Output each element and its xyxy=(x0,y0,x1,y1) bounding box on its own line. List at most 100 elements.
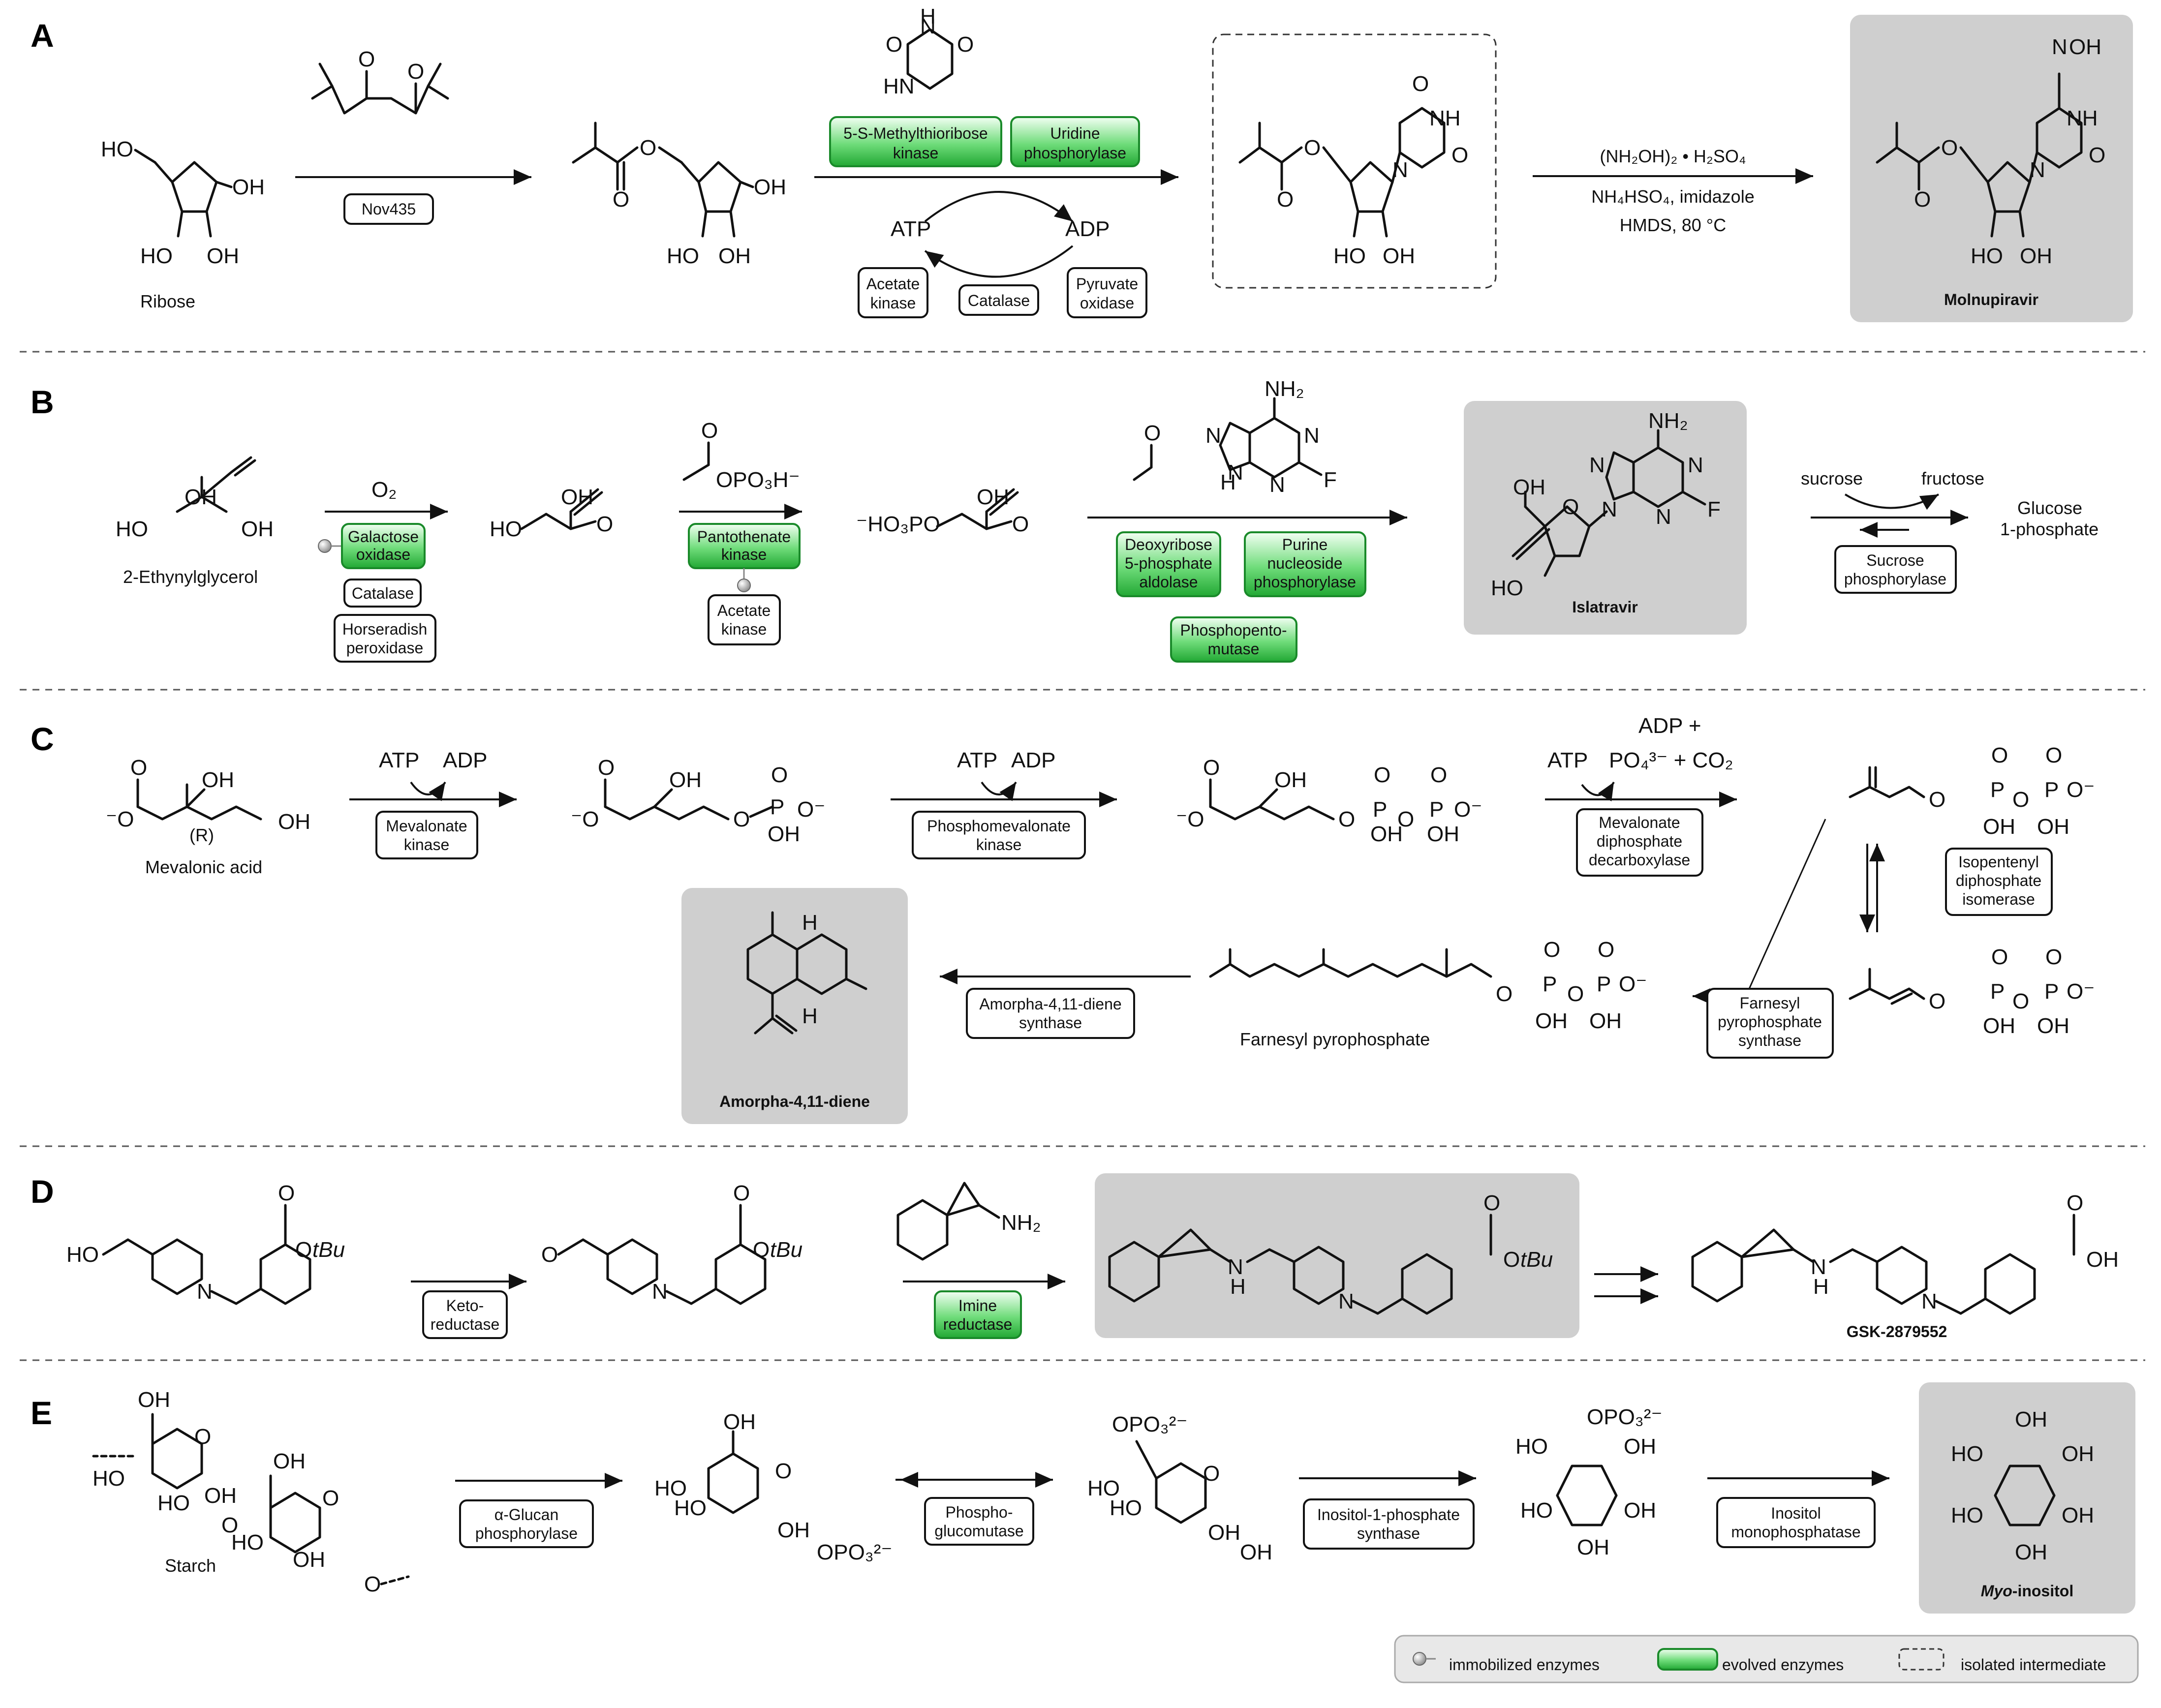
svg-text:O: O xyxy=(598,756,615,780)
svg-text:OH: OH xyxy=(232,175,265,199)
enzyme-gp-line1: α-Glucan xyxy=(494,1506,559,1524)
svg-text:O: O xyxy=(1203,756,1220,780)
enzyme-fpps-line1: Farnesyl xyxy=(1740,994,1800,1012)
amorphadiene-product-box xyxy=(681,888,908,1124)
evolved-mtr-kinase-line1: 5-S-Methylthioribose xyxy=(843,124,988,142)
evolved-pantothenate-line2: kinase xyxy=(721,546,767,563)
evolved-pnp-line2: nucleoside xyxy=(1267,554,1343,572)
svg-text:P: P xyxy=(2044,778,2059,802)
acetyl-phosphate-structure: O OPO₃H⁻ xyxy=(682,419,800,492)
enzyme-sucrose-line2: phosphorylase xyxy=(1844,570,1946,588)
enzyme-mdd-line1: Mevalonate xyxy=(1599,814,1680,831)
g1p-structure: OH HO HO O OH OPO₃²⁻ xyxy=(654,1410,893,1564)
evolved-ppm-line2: mutase xyxy=(1208,640,1260,658)
svg-text:OH: OH xyxy=(2015,1540,2047,1564)
svg-text:N: N xyxy=(1688,453,1703,477)
enzyme-mdd-line3: decarboxylase xyxy=(1589,851,1690,869)
svg-text:OH: OH xyxy=(278,810,310,834)
svg-text:OH: OH xyxy=(273,1449,306,1473)
svg-text:O: O xyxy=(1277,187,1294,212)
svg-text:O: O xyxy=(1914,187,1931,212)
svg-text:OH: OH xyxy=(669,768,702,792)
svg-text:OH: OH xyxy=(1983,815,2015,839)
panel-letter-d: D xyxy=(31,1173,54,1210)
svg-text:P: P xyxy=(1990,979,2005,1004)
islatravir-label: Islatravir xyxy=(1572,598,1637,616)
svg-text:O: O xyxy=(1144,421,1161,445)
svg-text:⁻O: ⁻O xyxy=(106,807,134,831)
svg-text:O⁻: O⁻ xyxy=(1619,972,1647,996)
reagent-line1: (NH₂OH)₂ • H₂SO₄ xyxy=(1600,146,1746,166)
svg-text:O: O xyxy=(1941,136,1958,160)
svg-text:O: O xyxy=(771,763,788,787)
fluoroadenine-structure: NH₂ N H N N N F xyxy=(1205,377,1337,497)
svg-text:⁻O: ⁻O xyxy=(571,807,599,831)
svg-text:OH: OH xyxy=(2062,1442,2094,1466)
svg-text:O: O xyxy=(407,60,424,84)
svg-text:O: O xyxy=(1374,763,1390,787)
reagent-line2: NH₄HSO₄, imidazole xyxy=(1591,186,1754,207)
svg-text:O: O xyxy=(2089,143,2105,167)
diphosphomevalonate-structure: O ⁻O OH O P O O P O O⁻ OH OH xyxy=(1176,756,1482,846)
c-adp1: ADP xyxy=(443,748,487,772)
c-adp3-line2: PO₄³⁻ + CO₂ xyxy=(1609,748,1733,772)
svg-text:O: O xyxy=(1929,788,1945,812)
svg-text:O: O xyxy=(1338,807,1355,831)
nh2-label: NH₂ xyxy=(1001,1211,1041,1235)
svg-text:HO: HO xyxy=(116,517,148,541)
cofactor-atp: ATP xyxy=(891,217,931,241)
svg-text:HO: HO xyxy=(1087,1476,1120,1500)
enzyme-pmk-line2: kinase xyxy=(976,836,1022,854)
enzyme-acetate-kinase-line1: Acetate xyxy=(866,275,920,293)
svg-text:NH: NH xyxy=(1429,106,1461,130)
evolved-mtr-kinase-line2: kinase xyxy=(893,144,939,162)
sucrose-label: sucrose xyxy=(1801,468,1863,488)
tbu-label-3: tBu xyxy=(1520,1248,1553,1272)
svg-text:N: N xyxy=(1228,460,1243,485)
enzyme-nov435: Nov435 xyxy=(362,200,416,218)
svg-text:P: P xyxy=(770,795,784,819)
svg-text:HO: HO xyxy=(1951,1442,1983,1466)
svg-text:NH₂: NH₂ xyxy=(1265,377,1304,401)
tranylcypromine-structure: NH₂ xyxy=(896,1182,1041,1261)
enzyme-idi-line3: isomerase xyxy=(1962,890,2035,908)
svg-text:OH: OH xyxy=(2069,35,2101,59)
svg-text:O: O xyxy=(1562,495,1579,519)
svg-text:N: N xyxy=(197,1280,213,1304)
svg-text:P: P xyxy=(1990,778,2005,802)
svg-text:O: O xyxy=(1304,136,1321,160)
svg-text:O⁻: O⁻ xyxy=(797,797,825,822)
phosphomevalonate-structure: O ⁻O OH O P O O⁻ OH xyxy=(571,756,825,846)
svg-text:N: N xyxy=(1304,424,1320,448)
svg-text:H: H xyxy=(1220,470,1236,494)
svg-text:HO: HO xyxy=(1333,244,1366,268)
svg-text:OPO₃²⁻: OPO₃²⁻ xyxy=(1587,1405,1663,1429)
evolved-galactose-line2: oxidase xyxy=(356,546,410,563)
enzyme-catalase-b: Catalase xyxy=(352,584,414,602)
enzyme-idi-line2: diphosphate xyxy=(1956,872,2041,889)
svg-text:N: N xyxy=(1205,424,1221,448)
svg-text:P: P xyxy=(1543,972,1557,996)
svg-text:N: N xyxy=(2030,158,2045,182)
panel-b: B OH HO OH 2-Ethynylglycerol O₂ Galactos… xyxy=(31,377,2099,663)
panel-letter-b: B xyxy=(31,384,54,420)
svg-text:HO: HO xyxy=(66,1243,99,1267)
panel-letter-c: C xyxy=(31,721,54,757)
svg-text:HO: HO xyxy=(140,244,173,268)
svg-text:OPO₃H⁻: OPO₃H⁻ xyxy=(716,468,800,492)
svg-text:HO: HO xyxy=(1951,1503,1983,1527)
svg-text:HO: HO xyxy=(667,244,699,268)
enzyme-mk-line1: Mevalonate xyxy=(386,817,467,835)
svg-text:O: O xyxy=(2045,945,2062,969)
enzyme-acetate-kinase-line2: kinase xyxy=(870,294,916,312)
svg-text:O: O xyxy=(1012,512,1029,536)
svg-text:P: P xyxy=(2044,979,2059,1004)
svg-text:OH: OH xyxy=(718,244,751,268)
svg-text:O: O xyxy=(775,1459,792,1483)
svg-text:OH: OH xyxy=(1274,768,1307,792)
panel-letter-a: A xyxy=(31,17,54,54)
svg-text:OH: OH xyxy=(2037,815,2069,839)
svg-text:O: O xyxy=(278,1181,295,1205)
svg-text:OH: OH xyxy=(1624,1434,1656,1459)
